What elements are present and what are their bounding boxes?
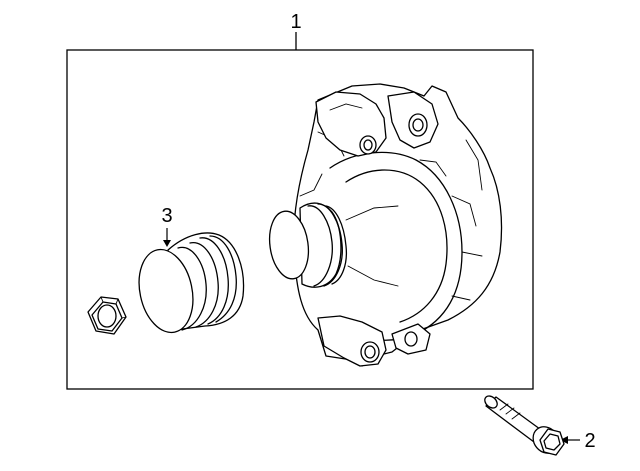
callout-1-label: 1 [290,11,301,33]
callout-2-arrowhead [560,436,568,444]
assembly-frame [66,49,534,390]
callout-2-label: 2 [584,430,595,452]
nut-icon [87,296,127,335]
pulley-icon [138,232,245,334]
alternator-icon [268,83,503,367]
callout-3-label: 3 [161,205,172,227]
bolt-icon [484,395,565,456]
callout-3-arrowhead [163,240,171,247]
